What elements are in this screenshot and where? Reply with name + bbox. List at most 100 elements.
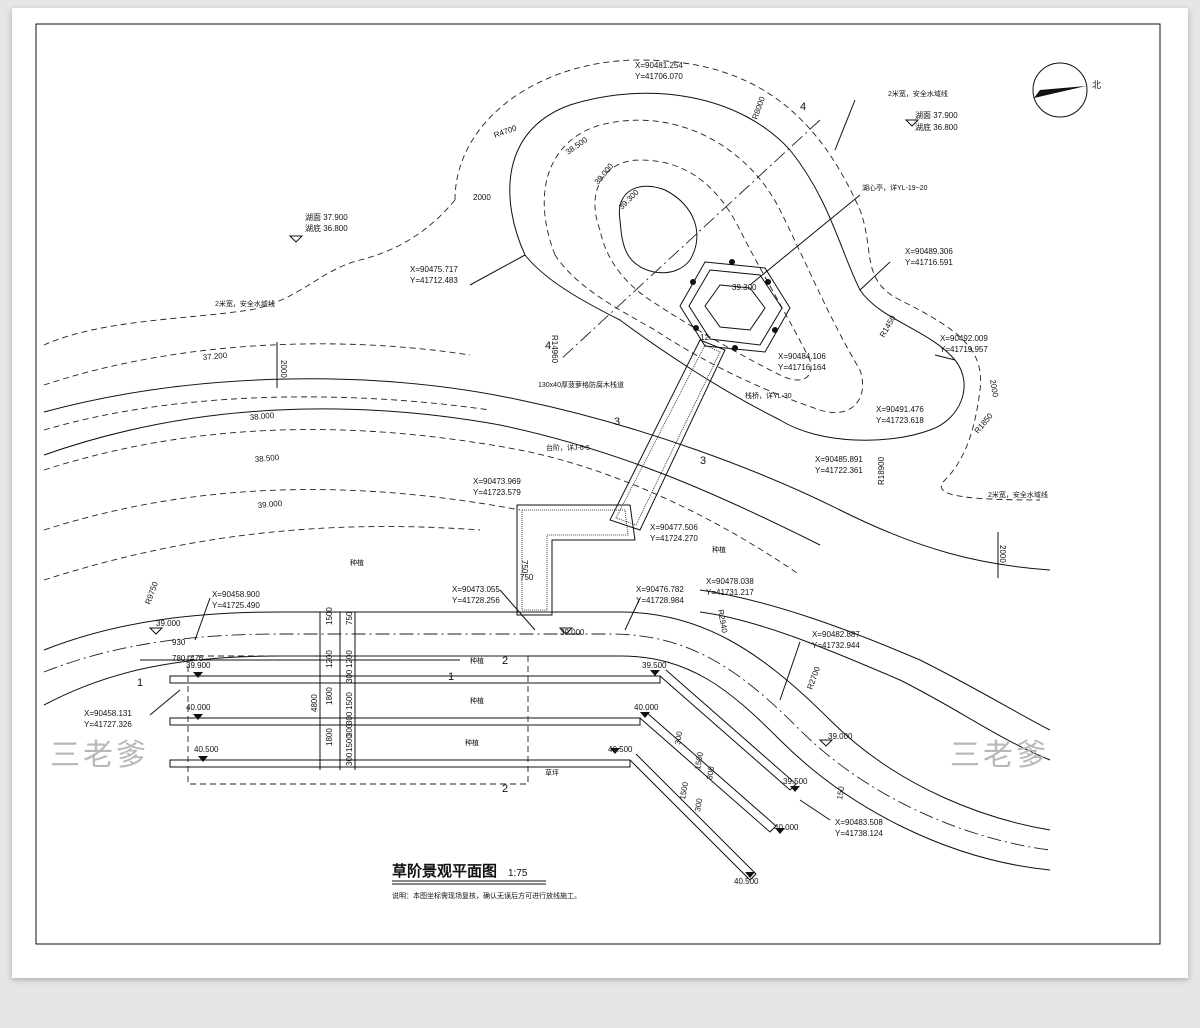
- island-outline: [454, 59, 1041, 501]
- coord-6-x: X=90485.891: [815, 455, 863, 464]
- dim-0: 2000: [473, 193, 491, 202]
- lake-edge-2: [43, 408, 821, 546]
- lake-edge-lower-2: [699, 589, 1051, 731]
- contour-38500-b: [43, 429, 801, 576]
- dim-24: 300: [705, 765, 716, 780]
- island-shoreline: [509, 92, 965, 441]
- dim-26: 300: [693, 797, 704, 812]
- coord-1-y: Y=41712.483: [410, 276, 458, 285]
- coord-7-y: Y=41723.579: [473, 488, 521, 497]
- drawing-note: 说明：本图坐标需现场复核，确认无误后方可进行放线施工。: [392, 891, 581, 900]
- boardwalk-bridge: [516, 339, 726, 616]
- grass-steps: [169, 655, 797, 881]
- coord-2-y: Y=41716.591: [905, 258, 953, 267]
- coord-15-y: Y=41738.124: [835, 829, 883, 838]
- coord-6-y: Y=41722.361: [815, 466, 863, 475]
- coord-11-x: X=90478.038: [706, 577, 754, 586]
- contour-label-1: 39.000: [593, 161, 616, 186]
- coord-12-y: Y=41725.490: [212, 601, 260, 610]
- contour-39000-b: [43, 489, 521, 531]
- dim-15: 1500: [345, 734, 354, 752]
- radius-0: R4700: [493, 123, 519, 140]
- dim-27: 150: [835, 785, 846, 800]
- label-grass-5: 种植: [465, 738, 479, 747]
- dim-14: 300: [345, 752, 354, 766]
- label-safety-top: 2米宽，安全水域线: [888, 89, 948, 98]
- label-island: 湖心亭，详YL-19~20: [862, 183, 928, 192]
- coord-3-y: Y=41719.957: [940, 345, 988, 354]
- coord-8-y: Y=41724.270: [650, 534, 698, 543]
- section-mark-6: 4: [800, 101, 806, 113]
- section-mark-0: 1: [137, 677, 143, 689]
- coord-13-x: X=90482.887: [812, 630, 860, 639]
- coord-8-x: X=90477.506: [650, 523, 698, 532]
- dim-20: 750: [520, 560, 529, 574]
- contour-label-3: 37.200: [202, 351, 228, 362]
- label-grass-6: 草坪: [545, 768, 559, 777]
- north-label: 北: [1092, 80, 1101, 90]
- dim-1: 2000: [279, 360, 288, 378]
- coord-11-y: Y=41731.217: [706, 588, 754, 597]
- coord-3-x: X=90492.009: [940, 334, 988, 343]
- coord-14-y: Y=41727.326: [84, 720, 132, 729]
- path-edge-top: [43, 611, 1051, 831]
- section-mark-5: 3: [700, 455, 706, 467]
- section-mark-2: 2: [502, 655, 508, 667]
- island-outline-left: [43, 199, 456, 346]
- lake-edge-lower: [699, 611, 1051, 761]
- label-stairs: 台阶，详J-6-5: [546, 443, 590, 452]
- contour-37200: [43, 343, 471, 386]
- pavilion: [679, 259, 791, 353]
- contour-39300: [618, 185, 698, 274]
- level-left-b: 湖底 36.800: [305, 223, 348, 233]
- dim-12: 4800: [310, 694, 319, 712]
- label-safety-right: 2米宽，安全水域线: [988, 490, 1048, 499]
- dim-3: 2000: [998, 545, 1007, 563]
- dim-16: 300: [345, 723, 354, 737]
- coord-12-x: X=90458.900: [212, 590, 260, 599]
- dim-2: 2000: [988, 379, 1000, 399]
- section-mark-7: 4: [545, 340, 551, 352]
- label-bridge: 栈桥，详YL-30: [745, 391, 792, 400]
- coord-4-x: X=90484.106: [778, 352, 826, 361]
- contour-39500-b: [43, 526, 481, 581]
- coord-10-x: X=90476.782: [636, 585, 684, 594]
- coord-4-y: Y=41716.164: [778, 363, 826, 372]
- dim-21: 750: [520, 573, 534, 582]
- dim-22: 300: [673, 730, 684, 745]
- north-arrow-icon: 北: [1032, 62, 1101, 118]
- contour-label-4: 38.000: [249, 411, 275, 422]
- dim-10: 300: [345, 711, 354, 725]
- path-centerline: [43, 633, 1051, 851]
- contour-label-2: 38.500: [564, 135, 590, 157]
- coord-15-x: X=90483.508: [835, 818, 883, 827]
- elevation-markers: [148, 119, 920, 878]
- dim-25: 1500: [678, 781, 690, 801]
- elev-4: 40.000: [186, 703, 211, 712]
- lake-edge-1: [43, 378, 1051, 571]
- elev-5: 40.500: [194, 745, 219, 754]
- contour-38000: [43, 396, 491, 431]
- section-mark-1: 1: [448, 671, 454, 683]
- dim-18: 780: [172, 654, 186, 663]
- coord-13-y: Y=41732.944: [812, 641, 860, 650]
- dim-17: 930: [172, 638, 186, 647]
- section-mark-4: 3: [614, 416, 620, 428]
- contour-label-6: 39.000: [257, 499, 283, 510]
- radius-7: R2940: [716, 609, 729, 634]
- radius-1: R8000: [750, 95, 767, 121]
- radius-5: R14960: [550, 335, 559, 364]
- label-grass-2: 种植: [712, 545, 726, 554]
- label-safety-left: 2米宽，安全水域线: [215, 299, 275, 308]
- dim-19: 476: [190, 654, 204, 663]
- elev-10: 40.000: [774, 823, 799, 832]
- elev-9: 39.500: [783, 777, 808, 786]
- dim-7: 1200: [345, 650, 354, 668]
- elev-7: 40.000: [634, 703, 659, 712]
- section-mark-3: 2: [502, 783, 508, 795]
- label-grass-3: 种植: [470, 656, 484, 665]
- dim-8: 300: [345, 669, 354, 683]
- dim-6: 1200: [325, 650, 334, 668]
- coord-9-y: Y=41728.256: [452, 596, 500, 605]
